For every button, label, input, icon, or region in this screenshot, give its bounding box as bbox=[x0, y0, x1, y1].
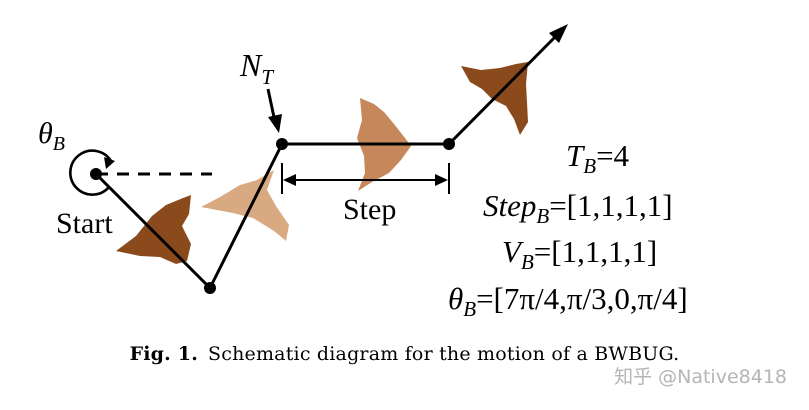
figure-caption-text: Schematic diagram for the motion of a BW… bbox=[208, 343, 680, 365]
bug-shape-second bbox=[201, 170, 289, 241]
figure-number: Fig. 1. bbox=[129, 343, 199, 365]
nt-pointer-arrowhead bbox=[268, 114, 282, 133]
theta-rotation-arc bbox=[69, 149, 113, 196]
step-arrowhead-left bbox=[283, 174, 296, 186]
equation-tb: TB=4 bbox=[566, 138, 630, 178]
node-turn-1 bbox=[204, 282, 216, 294]
node-start bbox=[90, 168, 102, 180]
step-label: Step bbox=[343, 193, 396, 226]
nt-label: NT bbox=[239, 47, 274, 89]
figure-caption: Fig. 1. Schematic diagram for the motion … bbox=[0, 343, 809, 365]
node-turn-3 bbox=[443, 138, 455, 150]
equation-step: StepB=[1,1,1,1] bbox=[483, 188, 673, 228]
equation-theta: θB=[7π/4,π/3,0,π/4] bbox=[448, 281, 688, 321]
theta-label: θB bbox=[38, 117, 65, 155]
start-label: Start bbox=[56, 207, 113, 240]
equation-vb: VB=[1,1,1,1] bbox=[502, 234, 657, 274]
step-arrowhead-right bbox=[435, 174, 448, 186]
trajectory-end-arrowhead bbox=[549, 24, 568, 43]
theta-rotation-arrowhead bbox=[104, 157, 115, 169]
node-nt bbox=[276, 138, 288, 150]
watermark: 知乎 @Native8418 bbox=[614, 366, 787, 388]
